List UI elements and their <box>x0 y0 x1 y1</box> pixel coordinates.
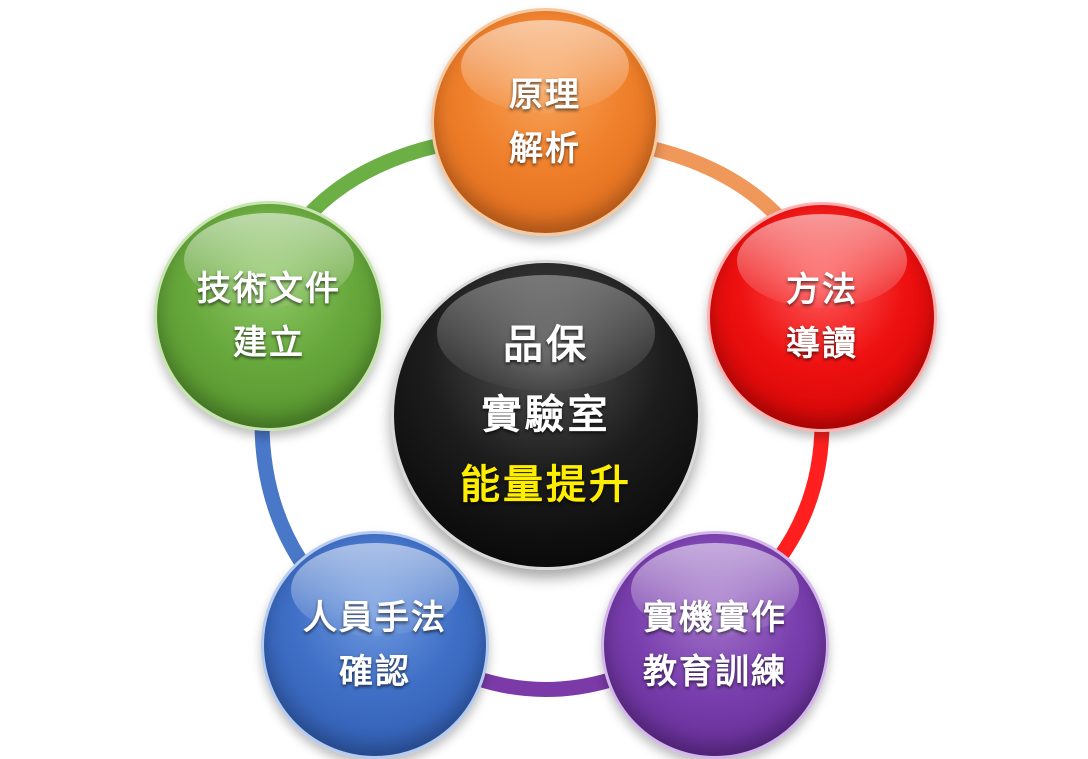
node-label-line: 確認 <box>339 652 411 692</box>
ring-arc-bottomright-bottomleft <box>468 670 618 697</box>
center-highlight-label: 能量提升 <box>460 461 632 508</box>
node-label-line: 方法 <box>786 270 858 310</box>
node-principle-analysis: 原理 解析 <box>431 8 659 236</box>
ring-arc-bottomleft-left <box>254 414 308 568</box>
node-personnel-technique-check: 人員手法 確認 <box>261 531 489 759</box>
node-label-line: 實機實作 <box>643 598 787 638</box>
ring-arc-right-bottomright <box>770 414 830 568</box>
node-label-line: 導讀 <box>786 324 858 364</box>
node-label-line: 技術文件 <box>197 269 341 309</box>
center-label-line: 品保 <box>503 321 589 368</box>
node-label-line: 教育訓練 <box>643 652 787 692</box>
center-label-line: 實驗室 <box>481 391 611 438</box>
node-technical-docs: 技術文件 建立 <box>154 201 384 431</box>
node-label-line: 建立 <box>233 323 305 363</box>
center-hub: 品保 實驗室 能量提升 <box>391 260 701 570</box>
node-hands-on-training: 實機實作 教育訓練 <box>601 531 829 759</box>
node-method-guide: 方法 導讀 <box>707 202 937 432</box>
node-label-line: 原理 <box>509 75 581 115</box>
node-label-line: 解析 <box>509 129 581 169</box>
node-label-line: 人員手法 <box>303 598 447 638</box>
